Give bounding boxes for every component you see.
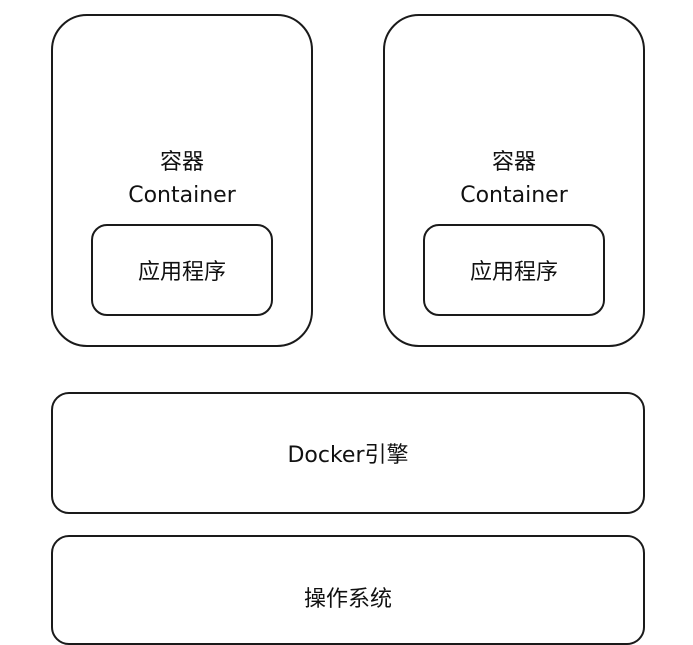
application-label: 应用程序 [469,260,558,285]
application-box: 应用程序 [91,224,273,316]
container-title-cn: 容器 [491,150,536,175]
container-title-en: Container [460,183,568,208]
container-title-en: Container [128,183,236,208]
container-label: 容器 Container [385,146,643,212]
docker-engine-label: Docker引擎 [287,443,409,468]
container-label: 容器 Container [53,146,311,212]
application-box: 应用程序 [423,224,605,316]
container-title-cn: 容器 [159,150,204,175]
application-label: 应用程序 [137,260,226,285]
operating-system-label: 操作系统 [303,587,392,612]
docker-engine-box: Docker引擎 [51,392,645,514]
operating-system-box: 操作系统 [51,535,645,645]
container-box-2: 容器 Container 应用程序 [383,14,645,347]
container-box-1: 容器 Container 应用程序 [51,14,313,347]
